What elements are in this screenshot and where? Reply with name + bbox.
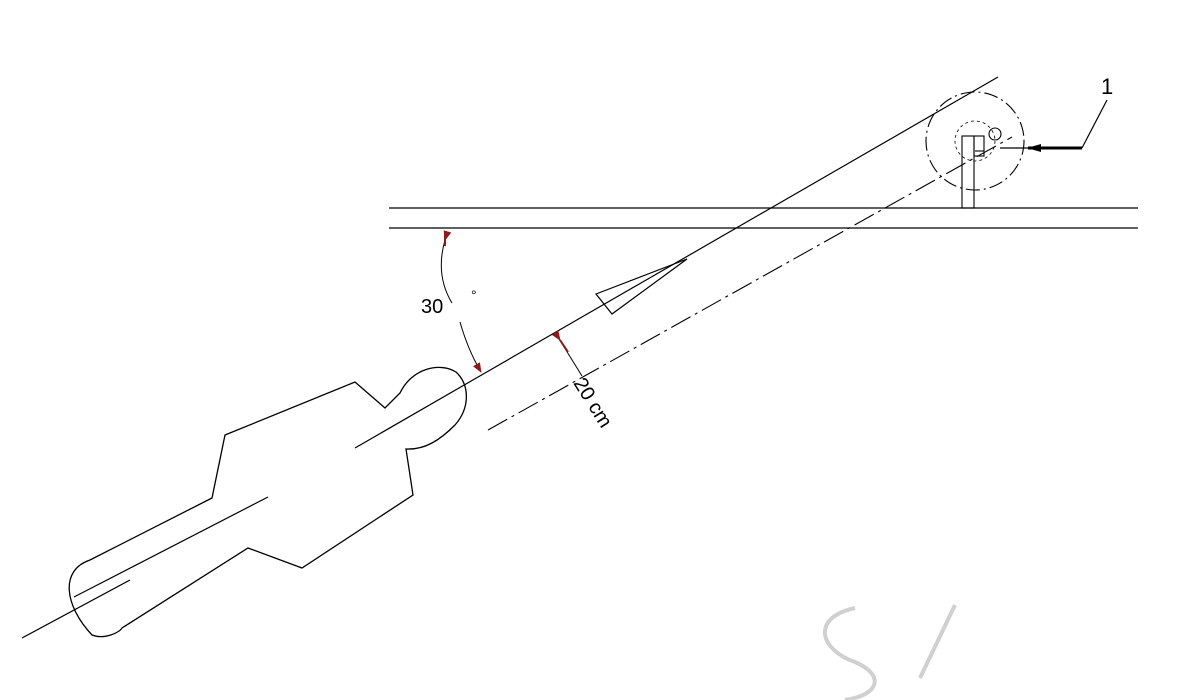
direction-prism: [595, 258, 688, 315]
sensor-assembly: [925, 91, 1066, 209]
angle-label: 30: [421, 296, 443, 318]
degree-symbol: °: [471, 287, 477, 303]
sloped-axis-lower: [21, 579, 131, 639]
callout-number: 1: [1101, 74, 1113, 99]
body-axis-line: [73, 496, 269, 598]
offset-label: 20 cm: [569, 374, 617, 432]
callout-leader: [1081, 99, 1108, 149]
reference-plane: [389, 207, 1138, 229]
offset-dashdot-line: [487, 136, 1013, 431]
offset-dimension: [551, 330, 583, 377]
angle-dimension: [440, 230, 482, 373]
watermark: [822, 604, 957, 700]
human-figure: [68, 366, 467, 638]
